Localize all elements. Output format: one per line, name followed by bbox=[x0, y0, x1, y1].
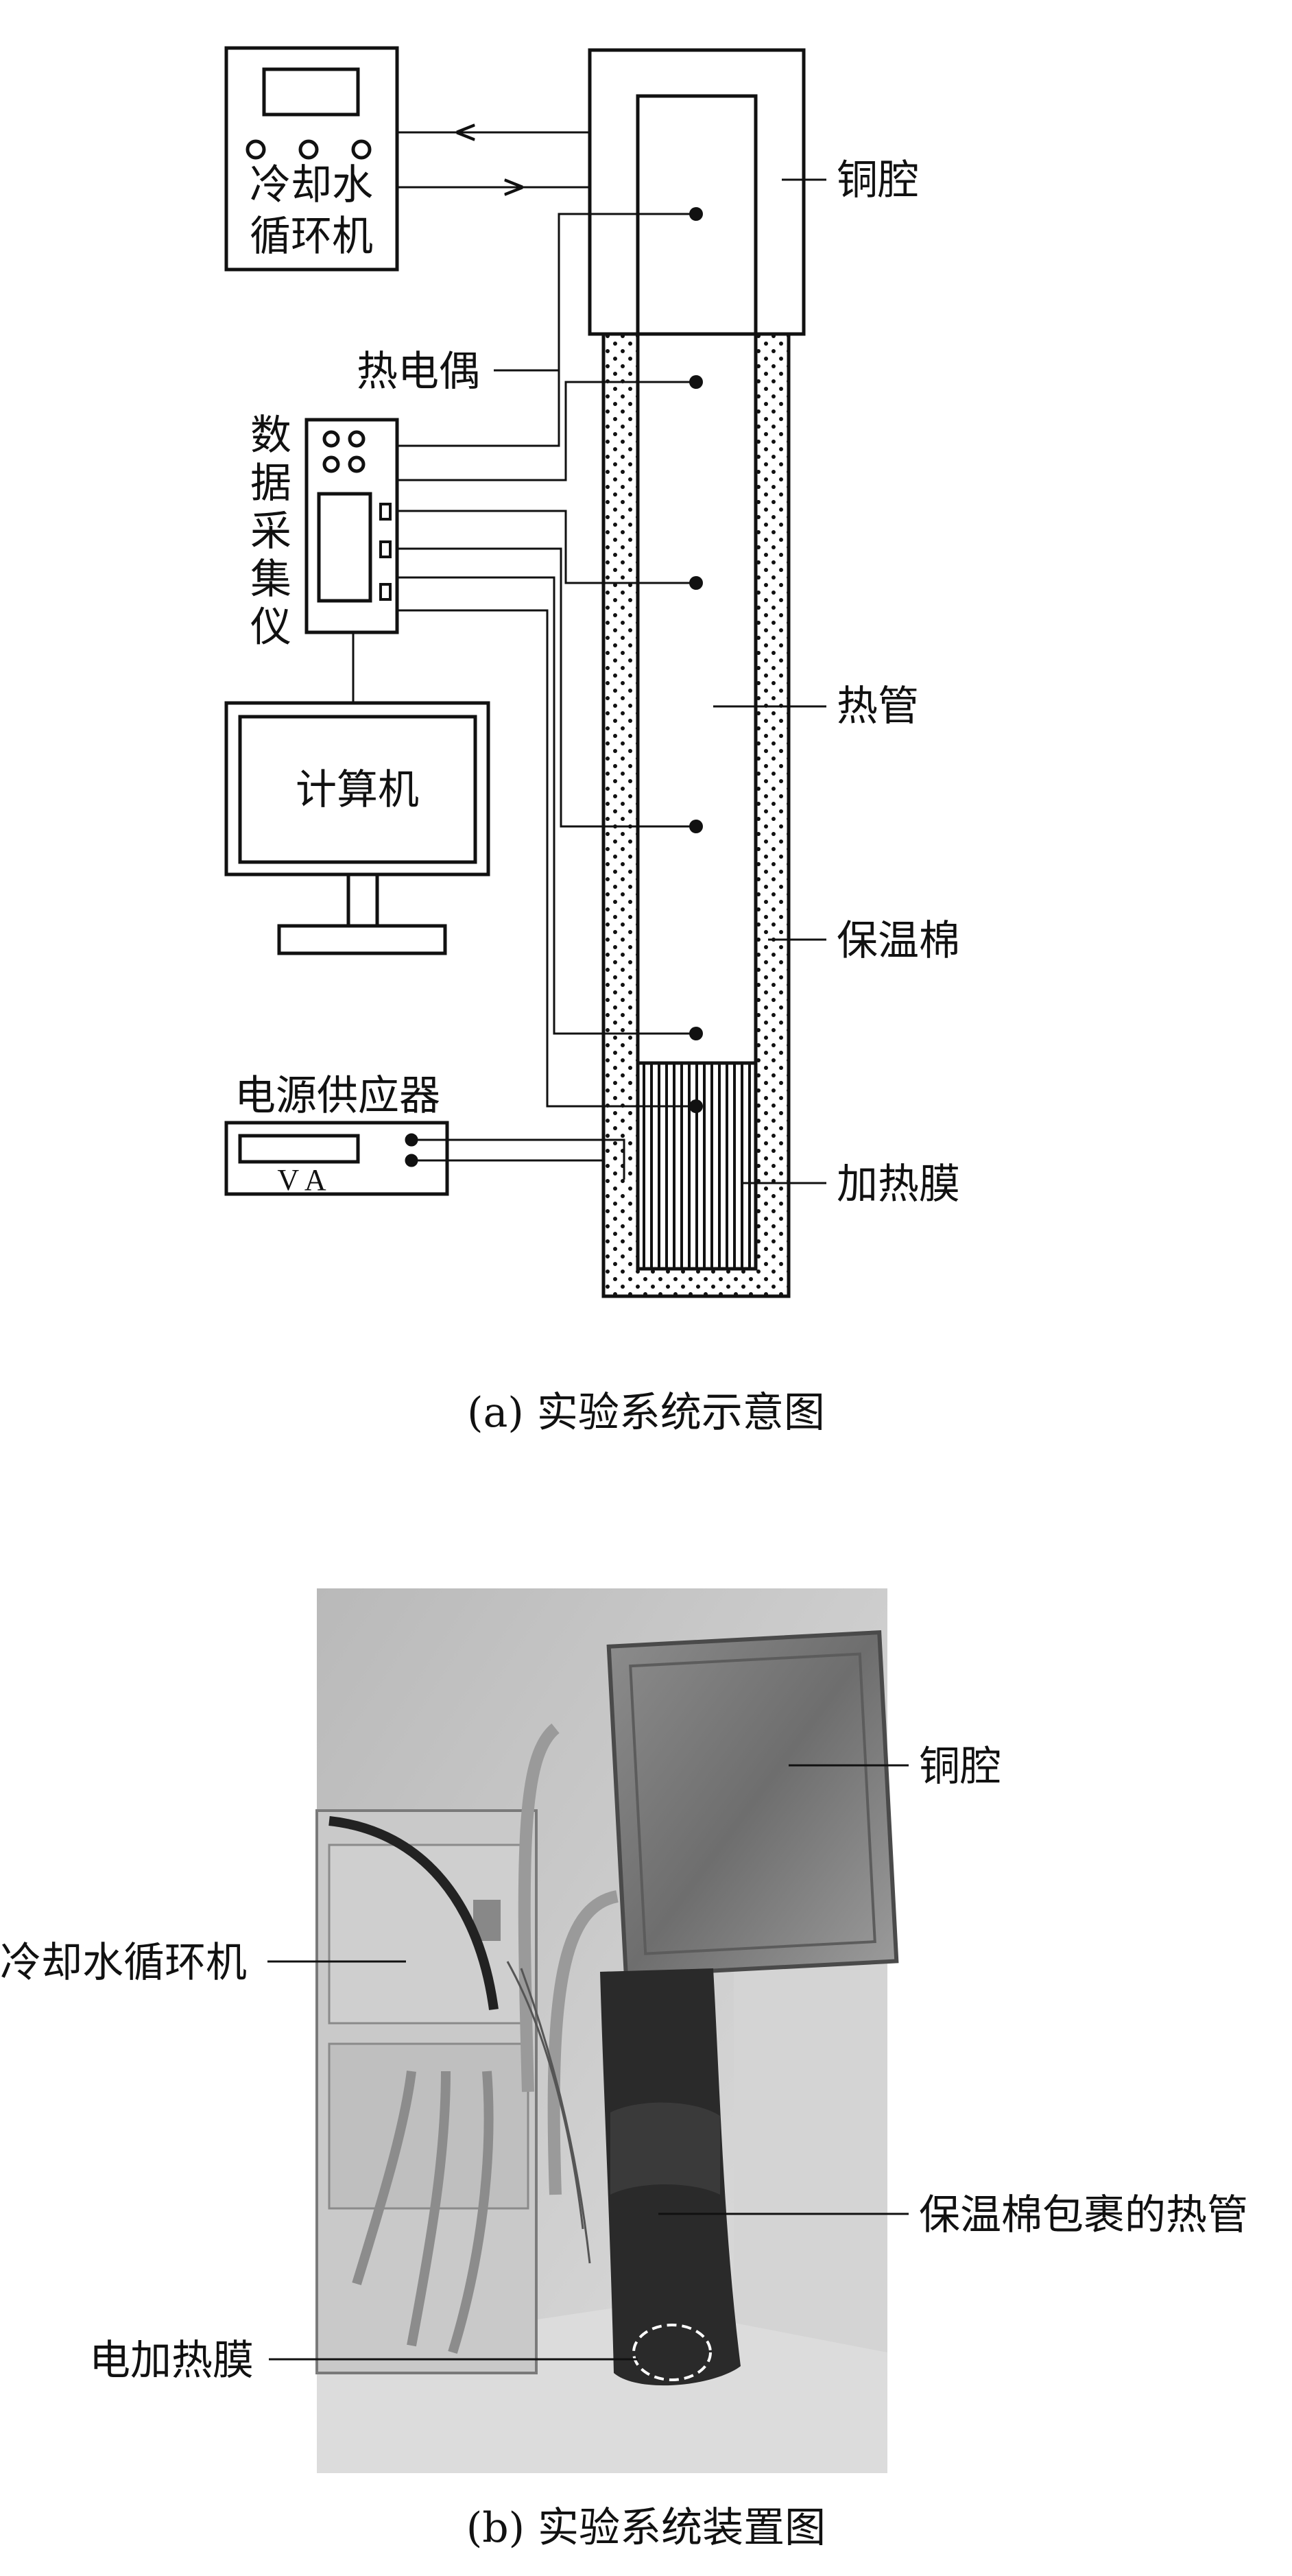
label-power-supply: 电源供应器 bbox=[235, 1072, 440, 1120]
data-acquisition-unit bbox=[304, 418, 399, 634]
label-cooler-b: 冷却水循环机 bbox=[0, 1939, 247, 1987]
label-copper-cavity-a: 铜腔 bbox=[837, 156, 919, 204]
photo-copper-cavity bbox=[606, 1630, 899, 1978]
label-daq-5: 仪 bbox=[250, 604, 291, 652]
leader-lines-b bbox=[267, 1764, 909, 2361]
label-daq-3: 采 bbox=[250, 508, 291, 556]
label-wrapped-pipe: 保温棉包裹的热管 bbox=[919, 2191, 1248, 2239]
power-supply bbox=[224, 1121, 449, 1196]
label-cooler-line2: 循环机 bbox=[250, 213, 373, 261]
label-daq-2: 据 bbox=[250, 460, 291, 508]
schematic bbox=[224, 46, 826, 1298]
photo-heating-film-marker bbox=[632, 2324, 712, 2381]
caption-a: (a) 实验系统示意图 bbox=[467, 1389, 825, 1437]
label-heat-pipe: 热管 bbox=[837, 682, 919, 730]
label-cooler-line1: 冷却水 bbox=[250, 161, 373, 209]
computer bbox=[224, 701, 490, 955]
label-computer: 计算机 bbox=[296, 766, 419, 814]
label-thermocouple: 热电偶 bbox=[357, 348, 480, 396]
label-daq-4: 集 bbox=[250, 556, 291, 604]
label-heating-film-b: 电加热膜 bbox=[89, 2337, 254, 2385]
labels-b: 铜腔 冷却水循环机 保温棉包裹的热管 电加热膜 (b) 实验系统装置图 bbox=[0, 1743, 1248, 2552]
thermocouple-wires bbox=[397, 213, 696, 1108]
thermocouple-points bbox=[689, 207, 703, 1113]
label-daq-1: 数 bbox=[250, 412, 291, 460]
heating-film bbox=[636, 1061, 758, 1271]
label-power-meter: V A bbox=[277, 1163, 326, 1197]
labels-a: 冷却水 循环机 铜腔 热电偶 数 据 采 集 仪 热管 计算机 保温棉 电源供应… bbox=[235, 156, 960, 1437]
label-insulation: 保温棉 bbox=[837, 917, 960, 965]
cooling-water-circulator bbox=[224, 46, 399, 272]
label-copper-cavity-b: 铜腔 bbox=[919, 1743, 1001, 1791]
leader-lines-a bbox=[494, 178, 826, 1184]
label-heating-film-a: 加热膜 bbox=[837, 1160, 960, 1208]
caption-b: (b) 实验系统装置图 bbox=[466, 2504, 826, 2552]
photo bbox=[315, 1588, 899, 2473]
copper-cavity bbox=[588, 48, 806, 336]
